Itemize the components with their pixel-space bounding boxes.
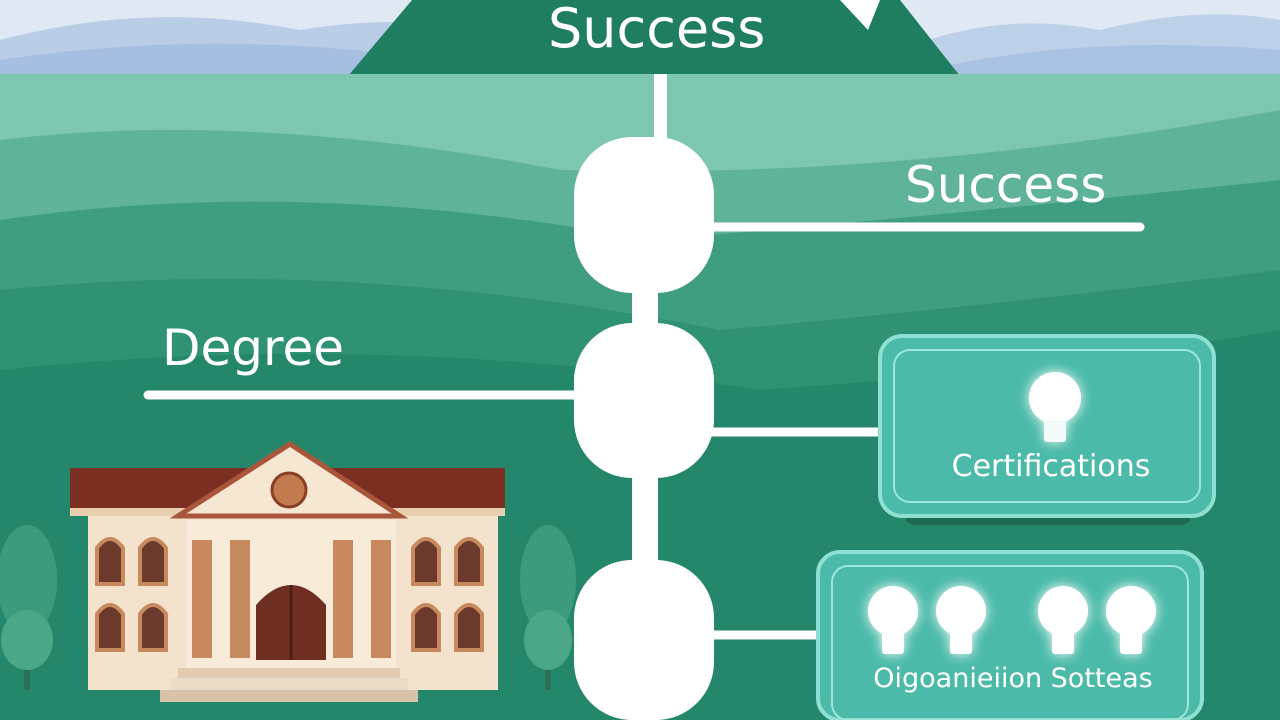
timeline-node-bottom	[574, 560, 714, 720]
milestone-label-success: Success	[905, 156, 1107, 214]
lightbulb-icon	[868, 586, 1156, 654]
mountain-peak-icon	[348, 0, 960, 76]
connector-lines	[143, 222, 1145, 640]
timeline-node-middle	[574, 323, 714, 478]
milestone-label-degree: Degree	[162, 319, 344, 377]
tree-icon	[0, 525, 576, 690]
certifications-card	[878, 334, 1216, 525]
timeline-nodes	[574, 137, 714, 720]
lightbulb-icon	[1029, 372, 1081, 442]
university-building-icon	[70, 441, 505, 702]
timeline-node-top	[574, 137, 714, 293]
diagram-title: Success	[548, 0, 766, 60]
organizations-card-label: Oigoanieiion Sotteas	[873, 663, 1153, 694]
organizations-card	[816, 550, 1204, 720]
certifications-card-label: Certifications	[951, 449, 1151, 484]
